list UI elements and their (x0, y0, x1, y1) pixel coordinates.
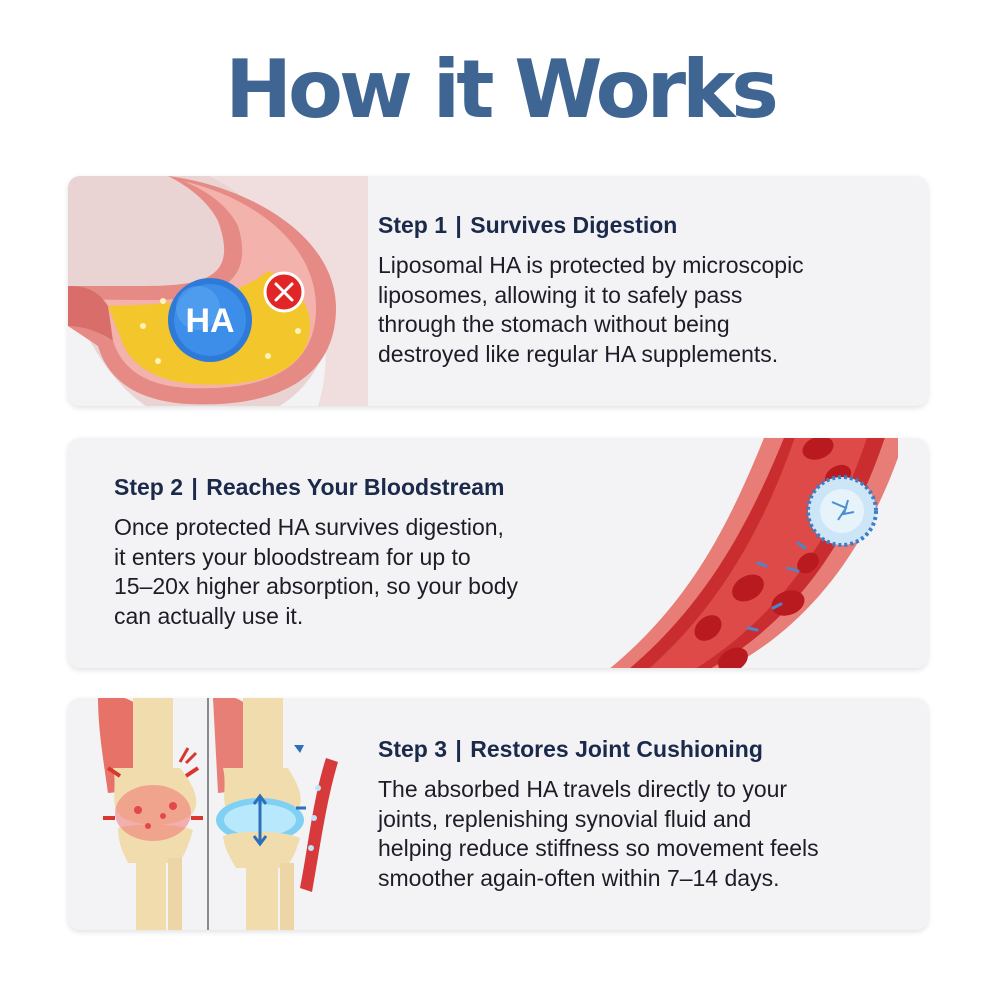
step-1-card: HA Step 1 | Survives Digestion Liposomal… (68, 176, 928, 406)
stomach-illustration: HA (68, 176, 368, 406)
step-3-text: Step 3 | Restores Joint Cushioning The a… (378, 736, 819, 893)
step-label: Step 1 (378, 212, 448, 238)
body-line: helping reduce stiffness so movement fee… (378, 835, 819, 861)
separator: | (449, 212, 469, 238)
body-line: Once protected HA survives digestion, (114, 514, 504, 540)
separator: | (185, 474, 205, 500)
body-line: destroyed like regular HA supplements. (378, 340, 779, 367)
step-2-text: Step 2 | Reaches Your Bloodstream Once p… (114, 474, 518, 631)
body-line: Liposomal HA is protected by microscopic (378, 252, 804, 278)
step-label: Step 2 (114, 474, 184, 500)
step-label: Step 3 (378, 736, 448, 762)
blood-vessel-illustration (610, 438, 898, 668)
body-line: liposomes, allowing it to safely pass (378, 281, 743, 308)
step-2-heading: Step 2 | Reaches Your Bloodstream (114, 474, 518, 501)
step-title: Survives Digestion (470, 212, 678, 238)
body-line: through the stomach without being (378, 311, 730, 337)
body-line: smoother again-often within 7–14 days. (378, 864, 780, 891)
knee-joint-illustration (98, 698, 338, 930)
body-line: 15–20x higher absorption, so your body (114, 573, 519, 599)
step-3-heading: Step 3 | Restores Joint Cushioning (378, 736, 819, 763)
body-line: can actually use it. (114, 602, 304, 629)
body-line: it enters your bloodstream for up to (114, 543, 471, 570)
step-title: Reaches Your Bloodstream (206, 474, 505, 500)
ha-label: HA (185, 302, 234, 340)
step-title: Restores Joint Cushioning (470, 736, 763, 762)
body-line: joints, replenishing synovial fluid and (378, 805, 752, 832)
step-3-card: Step 3 | Restores Joint Cushioning The a… (68, 698, 928, 930)
step-1-heading: Step 1 | Survives Digestion (378, 212, 804, 239)
page-title: How it Works (225, 43, 779, 136)
separator: | (449, 736, 469, 762)
step-1-text: Step 1 | Survives Digestion Liposomal HA… (378, 212, 804, 369)
body-line: The absorbed HA travels directly to your (378, 776, 788, 802)
step-2-card: Step 2 | Reaches Your Bloodstream Once p… (68, 438, 928, 668)
